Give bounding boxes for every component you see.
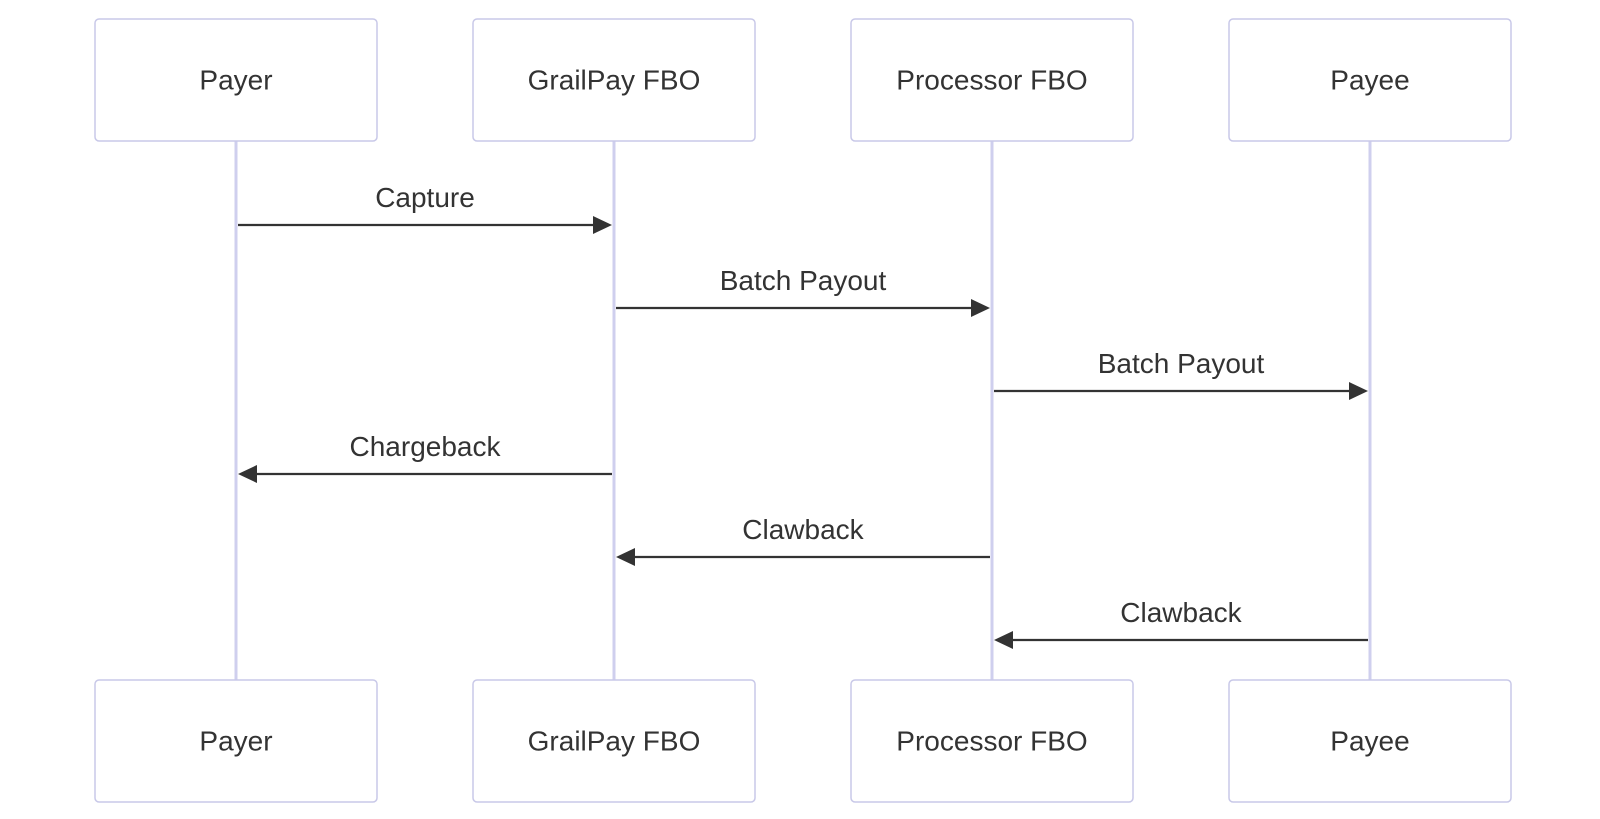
actor-payer-bottom: Payer: [94, 679, 378, 803]
arrowhead-icon: [593, 216, 612, 234]
actor-label: Processor FBO: [896, 726, 1087, 757]
message-label: Batch Payout: [720, 265, 887, 296]
actor-box: [1228, 679, 1512, 803]
actor-box: [1228, 18, 1512, 142]
actor-box: [472, 679, 756, 803]
actor-label: Processor FBO: [896, 65, 1087, 96]
actor-processor-top: Processor FBO: [850, 18, 1134, 142]
lifelines: [234, 141, 1372, 680]
message-4: Chargeback: [238, 431, 612, 483]
message-1: Capture: [238, 182, 612, 234]
actors-top: Payer GrailPay FBO Processor FBO Payee: [94, 18, 1512, 142]
message-6: Clawback: [994, 597, 1368, 649]
message-label: Batch Payout: [1098, 348, 1265, 379]
actor-label: Payer: [199, 65, 272, 96]
arrowhead-icon: [994, 631, 1013, 649]
actor-grailpay-top: GrailPay FBO: [472, 18, 756, 142]
actor-label: Payee: [1330, 726, 1409, 757]
actor-box: [94, 679, 378, 803]
actor-label: GrailPay FBO: [528, 726, 701, 757]
actor-label: Payer: [199, 726, 272, 757]
actor-payee-top: Payee: [1228, 18, 1512, 142]
message-label: Chargeback: [350, 431, 502, 462]
arrowhead-icon: [1349, 382, 1368, 400]
actor-label: GrailPay FBO: [528, 65, 701, 96]
actor-processor-bottom: Processor FBO: [850, 679, 1134, 803]
arrowhead-icon: [238, 465, 257, 483]
actor-box: [472, 18, 756, 142]
actor-box: [850, 18, 1134, 142]
actors-bottom: Payer GrailPay FBO Processor FBO Payee: [94, 679, 1512, 803]
actor-label: Payee: [1330, 65, 1409, 96]
message-label: Clawback: [742, 514, 864, 545]
arrowhead-icon: [616, 548, 635, 566]
actor-payer-top: Payer: [94, 18, 378, 142]
arrowhead-icon: [971, 299, 990, 317]
actor-grailpay-bottom: GrailPay FBO: [472, 679, 756, 803]
actor-payee-bottom: Payee: [1228, 679, 1512, 803]
message-2: Batch Payout: [616, 265, 990, 317]
actor-box: [94, 18, 378, 142]
message-label: Capture: [375, 182, 475, 213]
message-5: Clawback: [616, 514, 990, 566]
message-3: Batch Payout: [994, 348, 1368, 400]
message-label: Clawback: [1120, 597, 1242, 628]
actor-box: [850, 679, 1134, 803]
